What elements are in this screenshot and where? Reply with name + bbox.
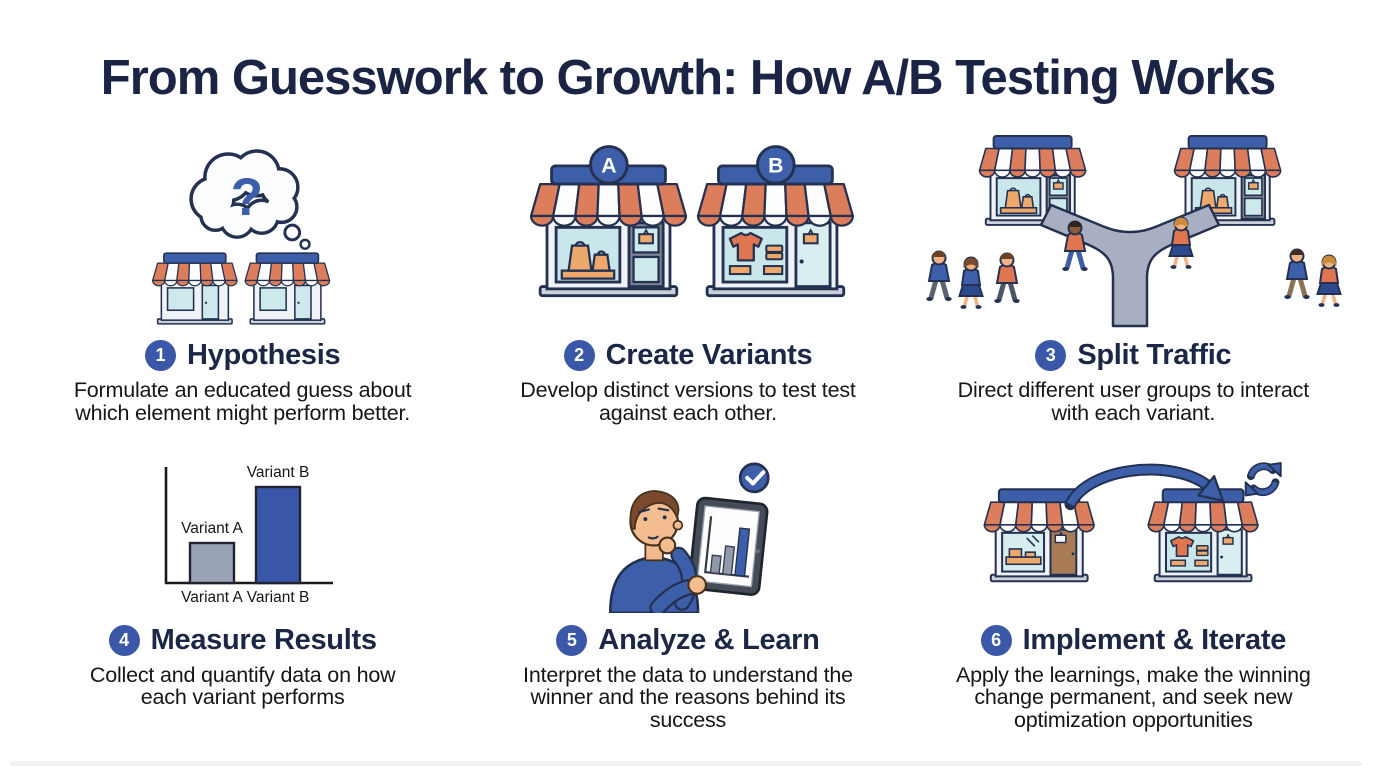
split-traffic-illustration <box>923 128 1343 328</box>
analyze-learn-illustration <box>573 455 802 613</box>
storefront-variant-b-icon <box>698 166 853 296</box>
axis-label-variant-b: Variant B <box>246 589 309 606</box>
variant-b-badge-label: B <box>768 154 783 177</box>
comparison-bar-chart: Variant A Variant B Variant A Variant B <box>164 464 333 606</box>
thought-bubble-icon: ? <box>188 149 311 250</box>
person-icon <box>1285 249 1310 299</box>
step-4-heading: Measure Results <box>150 623 377 656</box>
page-title: From Guesswork to Growth: How A/B Testin… <box>100 51 1276 105</box>
step-create-variants: A B 2 Create Variants Develop distinct v… <box>465 128 910 425</box>
step-1-description: Formulate an educated guess about which … <box>73 378 412 425</box>
step-1-number-badge: 1 <box>145 340 176 371</box>
curved-arrow-icon <box>1064 463 1224 510</box>
implement-iterate-illustration <box>967 455 1300 613</box>
step-6-heading: Implement & Iterate <box>1022 623 1287 656</box>
thought-bubble-storefronts-icon: ? <box>93 149 393 328</box>
step-5-heading-row: 5 Analyze & Learn <box>556 623 820 657</box>
hand-holding-tablet <box>687 574 708 595</box>
steps-grid: ? 1 Hypothesis Formulate an educated gue… <box>20 128 1356 732</box>
person-icon <box>1316 253 1343 309</box>
step-measure-results: Variant A Variant B Variant A Variant B … <box>20 449 465 732</box>
step-hypothesis: ? 1 Hypothesis Formulate an educated gue… <box>20 128 465 425</box>
step-4-heading-row: 4 Measure Results <box>108 623 377 657</box>
step-3-description: Direct different user groups to interact… <box>957 378 1310 425</box>
step-2-description: Develop distinct versions to test test a… <box>520 378 856 425</box>
variant-a-badge-label: A <box>601 154 616 177</box>
step-2-number-badge: 2 <box>563 340 595 371</box>
person-icon <box>927 251 952 301</box>
measure-results-illustration: Variant A Variant B Variant A Variant B <box>128 455 358 613</box>
bar-b-top-label: Variant B <box>246 464 309 481</box>
step-5-number-badge: 5 <box>556 624 588 656</box>
step-3-number-badge: 3 <box>1035 340 1067 371</box>
storefront-left-icon <box>152 253 236 324</box>
step-6-description: Apply the learnings, make the winning ch… <box>955 662 1311 733</box>
step-1-heading: Hypothesis <box>187 339 341 371</box>
axis-label-variant-a: Variant A <box>181 589 243 606</box>
storefront-variant-a-icon <box>531 166 686 296</box>
bar-a-top-label: Variant A <box>181 520 243 537</box>
step-6-heading-row: 6 Implement & Iterate <box>980 623 1287 657</box>
question-mark-glyph: ? <box>230 168 262 227</box>
new-store-icon <box>1148 489 1258 581</box>
step-3-heading-row: 3 Split Traffic <box>1035 339 1232 372</box>
thinking-arm-sleeve <box>673 548 696 609</box>
step-6-number-badge: 6 <box>980 624 1012 656</box>
hypothesis-illustration: ? <box>93 128 393 328</box>
step-3-heading: Split Traffic <box>1077 339 1232 371</box>
person-icon <box>995 253 1020 303</box>
step-2-heading: Create Variants <box>605 339 813 371</box>
create-variants-illustration: A B <box>514 128 862 328</box>
person-icon <box>958 255 985 311</box>
hand-on-chin <box>658 536 677 554</box>
step-5-description: Interpret the data to understand the win… <box>523 662 853 733</box>
step-2-heading-row: 2 Create Variants <box>563 339 813 372</box>
storefront-right-icon <box>245 253 329 324</box>
bar-variant-b <box>254 485 301 584</box>
bottom-divider <box>10 761 1362 766</box>
step-implement-iterate: 6 Implement & Iterate Apply the learning… <box>911 449 1356 732</box>
step-1-heading-row: 1 Hypothesis <box>145 339 341 372</box>
step-4-description: Collect and quantify data on how each va… <box>89 662 396 710</box>
tablet-icon <box>688 496 769 596</box>
forked-path-shoppers-icon <box>923 128 1343 328</box>
refresh-icon <box>1244 461 1282 496</box>
variant-a-badge: A <box>589 145 629 185</box>
step-5-heading: Analyze & Learn <box>598 623 820 656</box>
stores-arrow-refresh-icon <box>967 461 1282 613</box>
storefront-a-b-icon: A B <box>514 145 862 328</box>
step-split-traffic: 3 Split Traffic Direct different user gr… <box>911 128 1356 425</box>
bar-variant-a <box>188 541 235 584</box>
checkmark-badge-icon <box>739 462 771 493</box>
step-analyze-learn: 5 Analyze & Learn Interpret the data to … <box>465 449 910 732</box>
step-4-number-badge: 4 <box>108 624 140 656</box>
person-tablet-checkmark-icon <box>609 462 771 613</box>
variant-b-badge: B <box>756 145 796 185</box>
